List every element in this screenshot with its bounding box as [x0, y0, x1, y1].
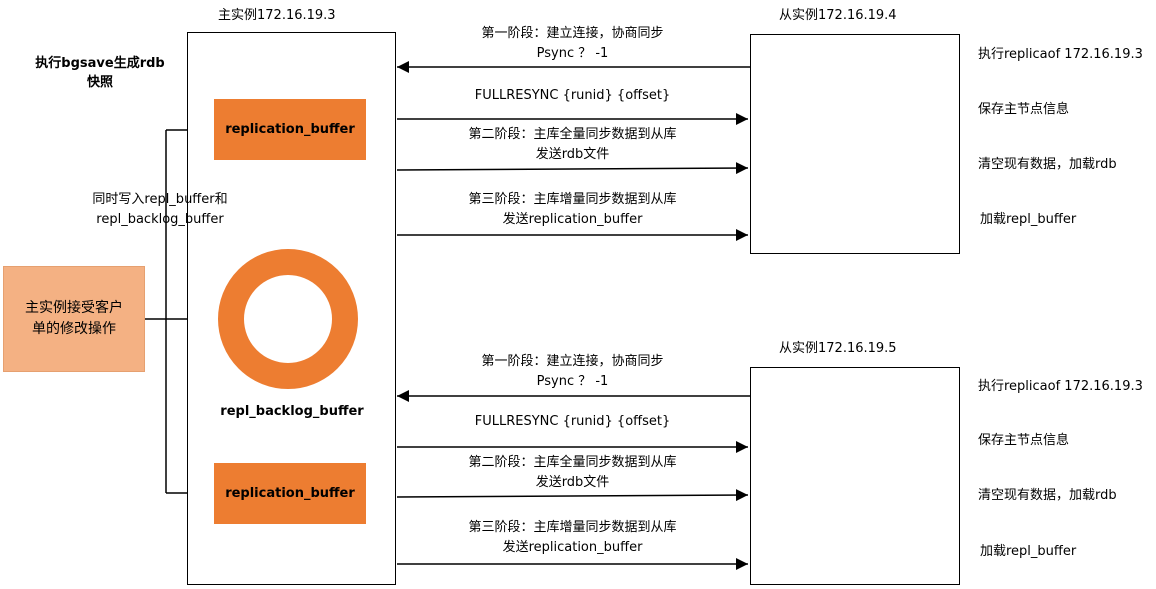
repl-backlog-ring: [218, 249, 358, 389]
replication-buffer-top: replication_buffer: [214, 99, 366, 160]
replica2-title: 从实例172.16.19.5: [779, 341, 897, 356]
r2-phase1-line2: Psync ？ -1: [536, 374, 609, 389]
repl-backlog-label: repl_backlog_buffer: [220, 404, 364, 419]
r1-phase1-line2: Psync ？ -1: [536, 46, 609, 61]
r1-phase2-line1: 第二阶段：主库全量同步数据到从库: [468, 127, 677, 142]
r2-phase2-line2: 发送rdb文件: [535, 475, 610, 490]
replica1-instance-box: [750, 34, 960, 254]
r1-fullresync: FULLRESYNC {runid} {offset}: [474, 88, 671, 103]
r1-step-save-master: 保存主节点信息: [978, 102, 1070, 117]
r2-step-replicaof: 执行replicaof 172.16.19.3: [978, 379, 1143, 394]
r1-phase3-line2: 发送replication_buffer: [502, 212, 643, 227]
r1-step-load-rdb: 清空现有数据，加载rdb: [978, 157, 1117, 172]
r1-phase3-line1: 第三阶段：主库增量同步数据到从库: [468, 192, 677, 207]
r2-phase2-line1: 第二阶段：主库全量同步数据到从库: [468, 455, 677, 470]
r2-fullresync: FULLRESYNC {runid} {offset}: [474, 414, 671, 429]
master-title: 主实例172.16.19.3: [218, 8, 336, 23]
r1-step-load-buffer: 加载repl_buffer: [980, 212, 1077, 227]
replication-buffer-bottom: replication_buffer: [214, 463, 366, 524]
replication-buffer-top-label: replication_buffer: [225, 122, 355, 137]
r1-rdb-arrow: [396, 162, 749, 175]
r2-phase3-line2: 发送replication_buffer: [502, 540, 643, 555]
r2-step-load-buffer: 加载repl_buffer: [980, 544, 1077, 559]
replica2-instance-box: [750, 367, 960, 585]
replica1-title: 从实例172.16.19.4: [779, 8, 897, 23]
client-line2: 单的修改操作: [32, 321, 116, 337]
bgsave-note-line1: 执行bgsave生成rdb: [35, 56, 165, 71]
bgsave-note-line2: 快照: [86, 75, 113, 90]
client-writes-box: 主实例接受客户 单的修改操作: [3, 266, 145, 372]
r2-step-load-rdb: 清空现有数据，加载rdb: [978, 488, 1117, 503]
r2-step-save-master: 保存主节点信息: [978, 433, 1070, 448]
write-note-line2: repl_backlog_buffer: [96, 212, 224, 227]
r1-step-replicaof: 执行replicaof 172.16.19.3: [978, 47, 1143, 62]
r2-rdb-arrow: [396, 489, 749, 502]
replication-buffer-bottom-label: replication_buffer: [225, 486, 355, 501]
client-line1: 主实例接受客户: [25, 300, 123, 316]
r1-phase2-line2: 发送rdb文件: [535, 147, 610, 162]
r2-phase1-line1: 第一阶段：建立连接，协商同步: [481, 354, 664, 369]
r1-phase1-line1: 第一阶段：建立连接，协商同步: [481, 26, 664, 41]
r2-phase3-line1: 第三阶段：主库增量同步数据到从库: [468, 520, 677, 535]
write-note-line1: 同时写入repl_buffer和: [92, 192, 228, 207]
